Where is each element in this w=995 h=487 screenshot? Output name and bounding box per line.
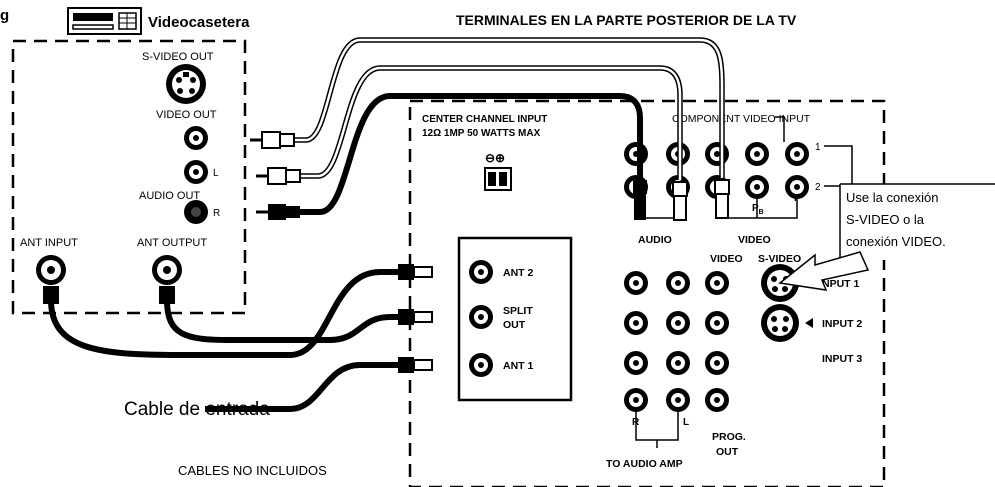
input-cable-label: Cable de entrada <box>124 399 270 420</box>
vcr-video-out-label: VIDEO OUT <box>156 109 217 121</box>
vcr-icon <box>67 7 142 35</box>
vcr-label: Videocasetera <box>148 14 250 31</box>
antenna-cables <box>48 269 410 412</box>
component-bracket-left <box>775 116 785 142</box>
y-label: Y <box>792 193 799 204</box>
center-channel-spec: 12Ω 1MP 50 WATTS MAX <box>422 128 541 139</box>
callout-line-1: Use la conexión <box>846 190 939 205</box>
tv-title: TERMINALES EN LA PARTE POSTERIOR DE LA T… <box>456 12 797 28</box>
vcr-ant-output-label: ANT OUTPUT <box>137 237 207 249</box>
cables-not-included-label: CABLES NO INCLUIDOS <box>178 463 327 478</box>
svideo-input-2-jack <box>761 304 799 342</box>
tv-video-label: VIDEO <box>738 234 771 246</box>
tv-video-plug <box>714 179 730 219</box>
vcr-audio-l-jack <box>184 160 208 184</box>
audio-amp-l-label: L <box>683 417 689 428</box>
vcr-panel <box>11 39 247 315</box>
callout-line-2: S-VIDEO o la <box>846 212 925 227</box>
arrow-left-icon <box>805 318 813 328</box>
antenna-box <box>457 236 573 402</box>
center-channel-label: CENTER CHANNEL INPUT <box>422 114 547 125</box>
coax-connectors <box>43 264 433 373</box>
svideo-column-label: S-VIDEO <box>758 253 801 265</box>
to-audio-amp-label: TO AUDIO AMP <box>606 458 683 470</box>
audio-video-cables <box>292 37 725 215</box>
video-column-label: VIDEO <box>710 253 743 265</box>
vcr-svideo-out-label: S-VIDEO OUT <box>142 51 214 63</box>
row-1-label: 1 <box>815 142 821 153</box>
ant2-jack <box>469 260 493 284</box>
speaker-terminal-icon <box>484 167 512 191</box>
cropped-heading-fragment: g <box>0 7 9 24</box>
vcr-audio-out-label: AUDIO OUT <box>139 190 200 202</box>
audio-amp-r-label: R <box>632 417 640 428</box>
split-label-1: SPLIT <box>503 305 533 317</box>
prog-out-label-1: PROG. <box>712 431 746 443</box>
vcr-audio-l-plug <box>256 167 301 185</box>
vcr-video-out-jack <box>184 126 208 150</box>
callout-arrow-icon <box>778 251 870 291</box>
audio-amp-bracket <box>635 412 679 441</box>
split-label-2: OUT <box>503 319 526 331</box>
vcr-ant-input-jack <box>36 255 66 285</box>
component-video-input-label: COMPONENT VIDEO INPUT <box>672 113 811 125</box>
vcr-audio-r-label: R <box>213 208 220 219</box>
vcr-ant-output-jack <box>152 255 182 285</box>
tv-back-panel <box>408 99 886 487</box>
vcr-ant-input-label: ANT INPUT <box>20 237 78 249</box>
vcr-audio-l-label: L <box>213 168 219 179</box>
ant2-label: ANT 2 <box>503 267 533 279</box>
vcr-svideo-out-jack <box>166 64 206 104</box>
polarity-symbols: ⊖⊕ <box>485 151 505 165</box>
prog-out-label-2: OUT <box>716 446 739 458</box>
vcr-audio-r-jack <box>184 200 208 224</box>
input-3-label: INPUT 3 <box>822 353 862 365</box>
input-jack-grid <box>624 271 729 412</box>
ant1-jack <box>469 353 493 377</box>
pb-label: PB <box>752 203 764 216</box>
svideo-callout: Use la conexión S-VIDEO o la conexión VI… <box>778 183 995 291</box>
tv-audio-label: AUDIO <box>638 234 672 246</box>
callout-line-3: conexión VIDEO. <box>846 234 946 249</box>
tv-audio-r-plug <box>633 180 647 220</box>
input-rows-bracket <box>824 145 853 187</box>
input-2-label: INPUT 2 <box>822 318 862 330</box>
ant1-label: ANT 1 <box>503 360 533 372</box>
vcr-video-plug <box>250 131 295 149</box>
split-out-jack <box>469 305 493 329</box>
input-1-label: NPUT 1 <box>822 278 860 290</box>
vcr-audio-r-plug <box>256 204 300 220</box>
tv-audio-l-plug <box>672 181 688 221</box>
row-2-label: 2 <box>815 182 821 193</box>
